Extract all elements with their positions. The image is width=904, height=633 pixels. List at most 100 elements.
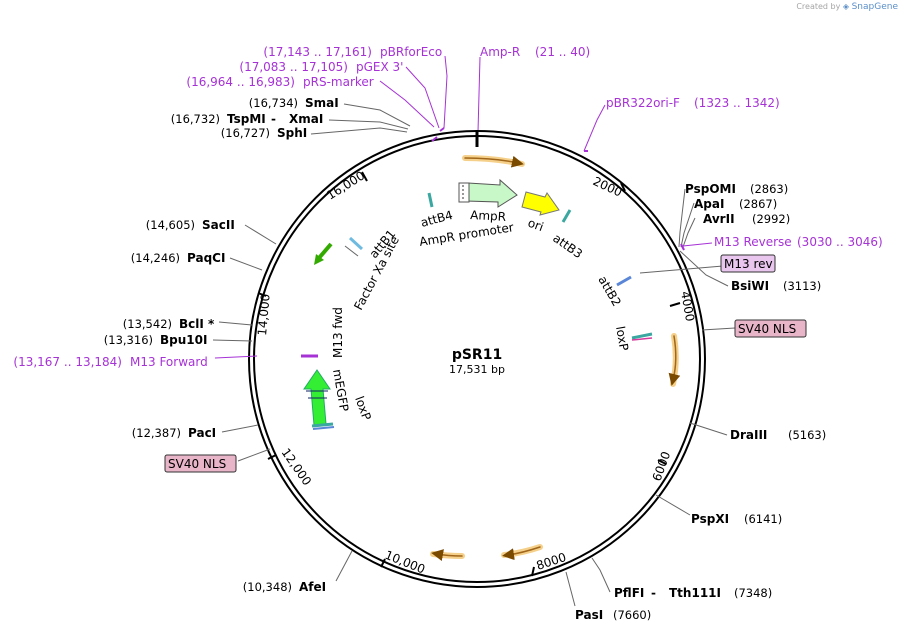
enzyme-bpu10i: (13,316) Bpu10I — [104, 333, 208, 347]
svg-text:(2867): (2867) — [739, 197, 777, 211]
enzyme-tspmi-xmai: (16,732) TspMI - XmaI — [171, 112, 324, 126]
primer-ticks — [431, 127, 685, 251]
svg-text:SV40 NLS: SV40 NLS — [168, 457, 226, 471]
enzyme-paci: (12,387) PacI — [132, 426, 216, 440]
svg-text:(16,727): (16,727) — [221, 126, 270, 140]
svg-text:AvrII: AvrII — [703, 212, 735, 226]
svg-text:PasI: PasI — [575, 608, 603, 622]
svg-text:(16,734): (16,734) — [249, 96, 298, 110]
svg-text:(2863): (2863) — [750, 182, 788, 196]
ori-feature — [521, 191, 560, 216]
boxed-sv40-nls-right: SV40 NLS — [734, 319, 807, 338]
primer-amp-r: Amp-R (21 .. 40) — [480, 45, 590, 59]
svg-text:-: - — [651, 586, 656, 600]
enzyme-bcli: (13,542) BclI * — [123, 317, 215, 331]
primer-m13-reverse: M13 Reverse (3030 .. 3046) — [714, 235, 883, 249]
tick-14000: 14,000 — [255, 293, 273, 336]
attb1-mark — [348, 236, 364, 251]
svg-text:pBR322ori-F: pBR322ori-F — [606, 96, 680, 110]
svg-text:(14,605): (14,605) — [146, 218, 195, 232]
ampr-feature — [458, 178, 518, 208]
feature-ampr: AmpR — [470, 208, 507, 224]
primer-pbr322ori-f: pBR322ori-F (1323 .. 1342) — [606, 96, 780, 110]
svg-text:PflFI: PflFI — [614, 586, 644, 600]
feature-attb2: attB2 — [595, 274, 623, 309]
svg-text:(10,348): (10,348) — [243, 580, 292, 594]
enzyme-draiii: DraIII (5163) — [730, 428, 826, 442]
svg-text:SphI: SphI — [277, 126, 307, 140]
primer-leaders — [214, 55, 713, 359]
enzyme-sphi: (16,727) SphI — [221, 126, 307, 140]
svg-text:PacI: PacI — [188, 426, 216, 440]
svg-text:XmaI: XmaI — [289, 112, 323, 126]
svg-text:(1323 .. 1342): (1323 .. 1342) — [694, 96, 780, 110]
feature-ori: ori — [526, 216, 545, 234]
loxp-right-mark — [631, 332, 653, 341]
svg-text:(16,732): (16,732) — [171, 112, 220, 126]
svg-text:M13 Forward: M13 Forward — [130, 355, 208, 369]
svg-text:(2992): (2992) — [752, 212, 790, 226]
ruler-ticks — [257, 171, 681, 577]
svg-text:(13,167 .. 13,184): (13,167 .. 13,184) — [13, 355, 122, 369]
svg-text:(6141): (6141) — [744, 512, 782, 526]
enzyme-pspxi: PspXI (6141) — [691, 512, 782, 526]
enzyme-labels: (16,734) SmaI (16,732) TspMI - XmaI (16,… — [104, 96, 826, 622]
megfp-feature — [303, 369, 335, 430]
svg-text:(12,387): (12,387) — [132, 426, 181, 440]
svg-text:PaqCI: PaqCI — [187, 251, 225, 265]
tick-10000: 10,000 — [383, 548, 427, 577]
primer-pbrforeco: (17,143 .. 17,161) pBRforEco — [263, 45, 442, 59]
svg-text:BsiWI: BsiWI — [731, 279, 769, 293]
feature-attb4: attB4 — [419, 208, 454, 230]
primer-pgex3: (17,083 .. 17,105) pGEX 3' — [239, 60, 403, 74]
feature-loxp-right: loxP — [613, 325, 631, 352]
small-green-arrow — [314, 242, 333, 265]
svg-text:(3113): (3113) — [783, 279, 821, 293]
svg-text:TspMI: TspMI — [227, 112, 266, 126]
svg-text:(13,542): (13,542) — [123, 317, 172, 331]
svg-text:pRS-marker: pRS-marker — [303, 75, 374, 89]
tick-6000: 6000 — [650, 450, 674, 483]
credit-prefix: Created by — [796, 2, 841, 11]
attb2-mark — [616, 275, 632, 287]
svg-text:(21 .. 40): (21 .. 40) — [535, 45, 590, 59]
svg-text:(13,316): (13,316) — [104, 333, 153, 347]
feature-m13-fwd: M13 fwd — [331, 307, 345, 358]
svg-text:(17,143 .. 17,161): (17,143 .. 17,161) — [263, 45, 372, 59]
svg-text:PspOMI: PspOMI — [685, 182, 736, 196]
svg-text:(17,083 .. 17,105): (17,083 .. 17,105) — [239, 60, 348, 74]
primer-m13-forward: (13,167 .. 13,184) M13 Forward — [13, 355, 207, 369]
enzyme-afei: (10,348) AfeI — [243, 580, 326, 594]
svg-text:(7348): (7348) — [734, 586, 772, 600]
attb3-mark — [561, 209, 572, 223]
factor-xa-mark — [344, 245, 359, 257]
svg-text:(14,246): (14,246) — [131, 251, 180, 265]
attb4-mark — [427, 192, 434, 208]
feature-loxp-left: loxP — [352, 394, 374, 422]
svg-text:-: - — [271, 112, 276, 126]
orf-arrows — [430, 155, 681, 561]
svg-text:(16,964 .. 16,983): (16,964 .. 16,983) — [186, 75, 295, 89]
svg-text:(5163): (5163) — [788, 428, 826, 442]
feature-attb3: attB3 — [550, 231, 585, 261]
svg-text:Bpu10I: Bpu10I — [160, 333, 207, 347]
svg-text:M13 Reverse: M13 Reverse — [714, 235, 792, 249]
svg-text:PspXI: PspXI — [691, 512, 729, 526]
enzyme-avrii: AvrII (2992) — [703, 212, 790, 226]
enzyme-pflfi-tth111i: PflFI - Tth111I (7348) — [614, 586, 772, 600]
enzyme-paqci: (14,246) PaqCI — [131, 251, 226, 265]
svg-text:(3030 .. 3046): (3030 .. 3046) — [797, 235, 883, 249]
svg-text:pBRforEco: pBRforEco — [380, 45, 442, 59]
svg-text:ApaI: ApaI — [694, 197, 724, 211]
tick-4000: 4000 — [678, 290, 697, 323]
svg-text:DraIII: DraIII — [730, 428, 767, 442]
svg-text:SacII: SacII — [202, 218, 235, 232]
svg-text:Amp-R: Amp-R — [480, 45, 520, 59]
svg-text:SV40 NLS: SV40 NLS — [738, 322, 796, 336]
enzyme-pspomi: PspOMI (2863) — [685, 182, 788, 196]
svg-text:pGEX 3': pGEX 3' — [356, 60, 403, 74]
snapgene-credit: Created by ◈ SnapGene — [796, 2, 898, 12]
enzyme-sacii: (14,605) SacII — [146, 218, 235, 232]
enzyme-apai: ApaI (2867) — [694, 197, 777, 211]
